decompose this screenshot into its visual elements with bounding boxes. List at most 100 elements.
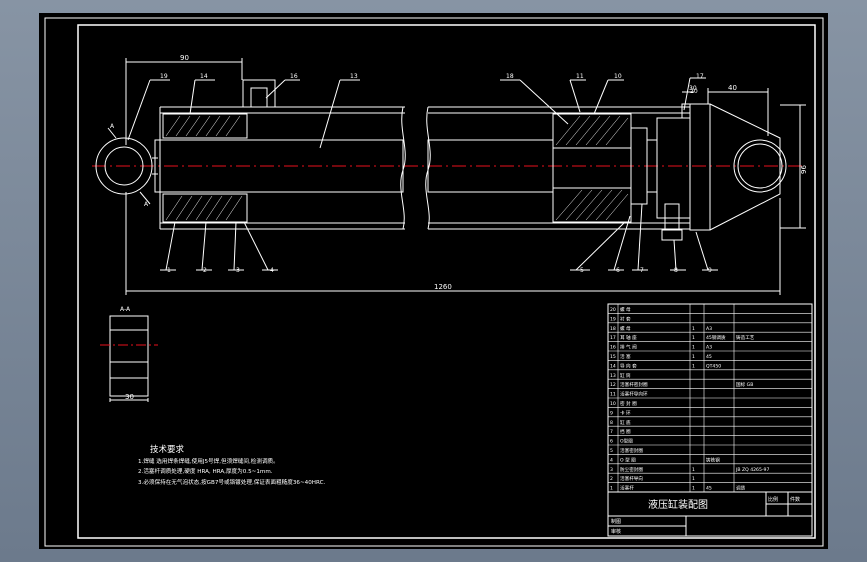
table-cell: 密 封 圈 (620, 400, 637, 407)
rod-eye-inner (104, 146, 144, 186)
table-cell: 1 (610, 486, 613, 492)
table-cell: 11 (610, 392, 616, 398)
table-cell: 16 (610, 345, 616, 351)
dim-top-small: 30 (689, 85, 697, 92)
table-cell: 6 (610, 439, 613, 445)
qty-label: 件数 (790, 496, 800, 503)
table-cell: 缸 筒 (620, 372, 631, 379)
dim-overall-length: 1260 (434, 283, 452, 291)
guide-sleeve-bottom (162, 193, 248, 223)
section-mark-bottom: A (144, 201, 149, 208)
tech-req-item-3: 3.必须保持在无气泡状态,按GB7号或铬镀处理,保证表面粗糙度36~40HRC. (138, 478, 326, 486)
table-cell: 45 (706, 354, 712, 360)
table-cell: 国标 GB (736, 381, 753, 388)
table-cell: 1 (692, 335, 695, 341)
table-cell: 13 (610, 373, 616, 379)
table-cell: 耳 轴 座 (620, 334, 637, 341)
section-title: A-A (120, 306, 131, 313)
table-cell: 螺 母 (620, 325, 631, 332)
table-cell: 1 (692, 326, 695, 332)
balloon-10: 10 (614, 73, 622, 80)
table-cell: 铸造工艺 (736, 334, 755, 341)
table-cell: 17 (610, 335, 616, 341)
table-cell: 5 (610, 448, 613, 454)
table-cell: 1 (692, 486, 695, 492)
balloon-16: 16 (290, 73, 298, 80)
drawn-label: 制图 (611, 518, 621, 525)
table-cell: 10 (610, 401, 616, 407)
section-width: 30 (125, 393, 134, 401)
table-cell: 45 (706, 486, 712, 492)
table-cell: 8 (610, 420, 613, 426)
balloon-13: 13 (350, 73, 358, 80)
table-cell: 14 (610, 363, 616, 369)
drawing-title: 液压缸装配图 (648, 498, 708, 511)
table-cell: 1 (692, 354, 695, 360)
table-cell: 活 塞 (620, 353, 631, 360)
table-cell: 1 (692, 476, 695, 482)
dim-right-length: 40 (728, 84, 737, 92)
table-cell: QT450 (706, 363, 721, 369)
table-cell: A3 (706, 326, 712, 332)
sheet-background (39, 13, 828, 549)
tech-req-item-2: 2.活塞杆调质处理,硬度 HRA, HRA,厚度为0.5~1mm. (138, 467, 273, 475)
dim-left-length: 90 (180, 54, 189, 62)
scale-label: 比例 (768, 496, 778, 503)
table-cell: 18 (610, 326, 616, 332)
table-cell: 卡 环 (620, 409, 631, 416)
table-cell: 1 (692, 363, 695, 369)
table-cell: A3 (706, 345, 712, 351)
table-cell: 铸铁钢 (706, 456, 720, 463)
balloon-11: 11 (576, 73, 584, 80)
balloon-6: 6 (616, 267, 620, 274)
balloon-20: 20 (690, 88, 698, 95)
outer-frame (44, 17, 824, 547)
table-cell: 1 (692, 467, 695, 473)
table-cell: O型圈 (620, 438, 633, 445)
table-cell: 活塞密封圈 (620, 447, 643, 454)
table-cell: 12 (610, 382, 616, 388)
table-cell: 20 (610, 307, 616, 313)
table-cell: 1 (692, 345, 695, 351)
balloon-8: 8 (674, 267, 678, 274)
bottom-eye-inner (737, 143, 783, 189)
tech-req-item-1: 1.焊缝 选用焊条焊缝,使用J5号焊,但须焊缝间,检测调质。 (138, 457, 279, 465)
dim-right-height: 96 (800, 165, 808, 174)
table-cell: 活塞杆导向 (620, 475, 643, 482)
inner-frame (77, 24, 816, 539)
table-cell: O 型 圈 (620, 456, 636, 463)
balloon-19: 19 (160, 73, 168, 80)
table-cell: 15 (610, 354, 616, 360)
table-cell: 3 (610, 467, 613, 473)
table-cell: JB ZQ 4265-97 (735, 467, 769, 473)
guide-sleeve-top (162, 113, 248, 139)
balloon-3: 3 (236, 267, 240, 274)
balloon-18: 18 (506, 73, 514, 80)
rod-eye-outer (95, 137, 153, 195)
table-cell: 排 气 阀 (620, 344, 637, 351)
balloon-1: 1 (167, 267, 171, 274)
table-cell: 19 (610, 316, 616, 322)
table-cell: 衬 套 (620, 315, 631, 322)
table-cell: 活塞杆导向环 (620, 391, 648, 398)
bottom-eye-outer (733, 139, 787, 193)
tech-req-heading: 技术要求 (150, 444, 185, 455)
cylinder-view (92, 58, 806, 295)
table-cell: 9 (610, 410, 613, 416)
balloon-2: 2 (203, 267, 207, 274)
table-cell: 4 (610, 457, 613, 463)
balloon-14: 14 (200, 73, 208, 80)
table-cell: 45钢调质 (706, 334, 726, 341)
table-cell: 导 向 套 (620, 362, 637, 369)
table-cell: 调质 (736, 485, 746, 492)
balloon-7: 7 (640, 267, 644, 274)
table-cell: 螺 母 (620, 306, 631, 313)
balloon-17: 17 (696, 73, 704, 80)
piston-rod-left (154, 139, 404, 193)
table-cell: 活塞杆密封圈 (620, 381, 648, 388)
table-cell: 防尘密封圈 (620, 466, 643, 473)
table-cell: 挡 圈 (620, 428, 631, 435)
balloon-5: 5 (580, 267, 584, 274)
